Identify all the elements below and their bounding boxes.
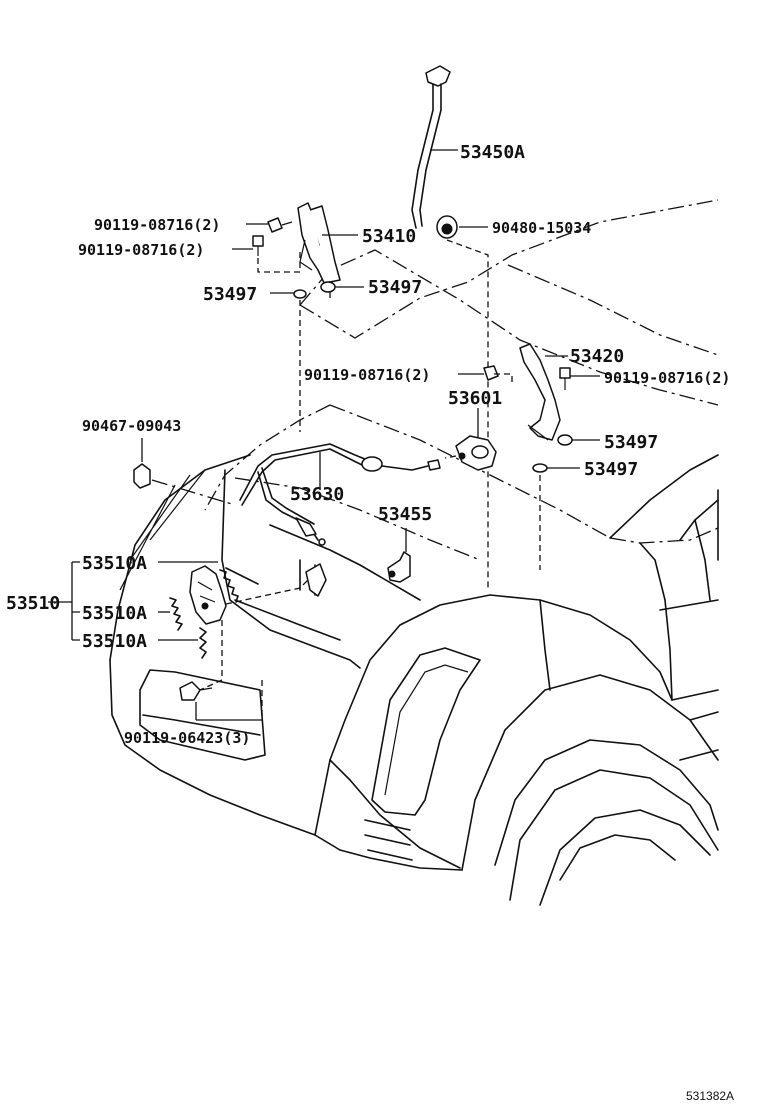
lock-bolt bbox=[179, 680, 263, 721]
hood-clip bbox=[133, 438, 236, 506]
label-bolt-90119-08716-d: 90119-08716(2) bbox=[604, 369, 730, 387]
hood-cushion bbox=[436, 215, 489, 590]
release-cable bbox=[239, 443, 441, 546]
label-53497-right-2: 53497 bbox=[584, 459, 638, 480]
hood-lock-assembly bbox=[444, 408, 497, 471]
part-labels: 53450A 53410 53497 53497 53420 53601 534… bbox=[6, 142, 734, 1103]
label-bolt-90119-06423: 90119-06423(3) bbox=[124, 729, 250, 747]
label-53420: 53420 bbox=[570, 346, 624, 367]
label-cushion-90480-15034: 90480-15034 bbox=[492, 219, 591, 237]
label-53455: 53455 bbox=[378, 504, 432, 525]
label-53510A-1: 53510A bbox=[82, 553, 147, 574]
label-53497-left-1: 53497 bbox=[203, 284, 257, 305]
latch-bracket bbox=[387, 528, 411, 583]
label-53497-left-2: 53497 bbox=[368, 277, 422, 298]
label-clip-90467-09043: 90467-09043 bbox=[82, 417, 181, 435]
label-bolt-90119-08716-b: 90119-08716(2) bbox=[78, 241, 204, 259]
vehicle-body-outline bbox=[109, 199, 719, 906]
label-bolt-90119-08716-a: 90119-08716(2) bbox=[94, 216, 220, 234]
hood-lock bbox=[48, 561, 327, 691]
hood-support-rod bbox=[411, 65, 458, 229]
diagram-code: 531382A bbox=[686, 1089, 734, 1103]
label-53497-right-1: 53497 bbox=[604, 432, 658, 453]
label-53510A-3: 53510A bbox=[82, 631, 147, 652]
label-bolt-90119-08716-c: 90119-08716(2) bbox=[304, 366, 430, 384]
label-53450A: 53450A bbox=[460, 142, 525, 163]
label-53510A-2: 53510A bbox=[82, 603, 147, 624]
label-53601: 53601 bbox=[448, 388, 502, 409]
label-53410: 53410 bbox=[362, 226, 416, 247]
label-53510: 53510 bbox=[6, 593, 60, 614]
label-53630: 53630 bbox=[290, 484, 344, 505]
hood-hinge-right bbox=[458, 343, 600, 570]
hood-hinge-left bbox=[232, 202, 364, 432]
